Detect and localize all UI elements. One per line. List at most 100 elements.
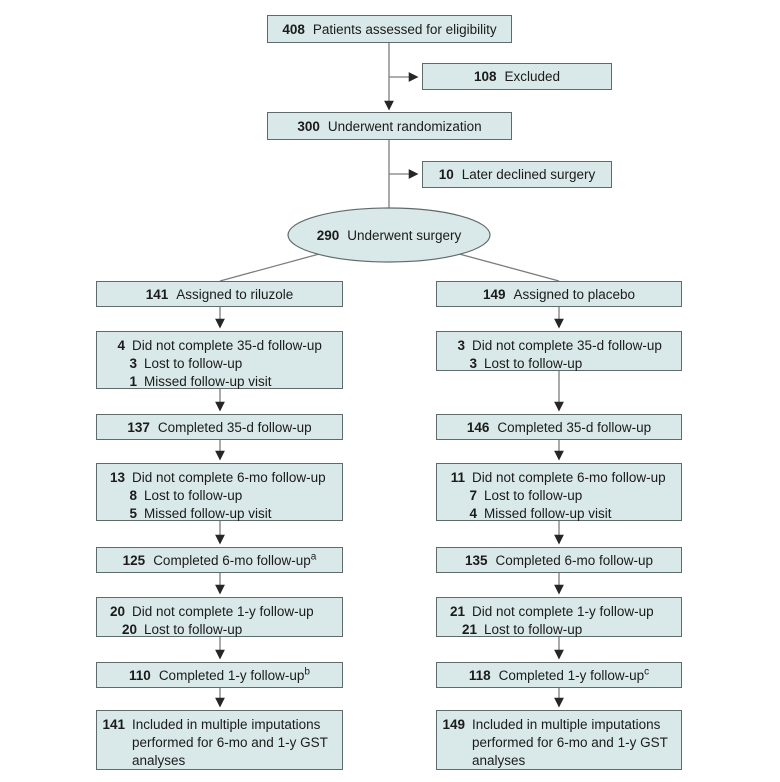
- label: Completed 1-y follow-upc: [498, 666, 650, 683]
- footnote-marker: a: [310, 551, 317, 562]
- label: Underwent randomization: [327, 118, 482, 134]
- label: Later declined surgery: [461, 167, 596, 182]
- count: 408: [282, 21, 305, 37]
- box-placebo-notcomplete-35d: 3 Did not complete 35-d follow-up 3 Lost…: [436, 331, 682, 371]
- count: 3: [469, 356, 477, 371]
- detail-subrow: 21 Lost to follow-up: [437, 621, 681, 639]
- label: Patients assessed for eligibility: [312, 21, 497, 37]
- label: Did not complete 35-d follow-up: [472, 338, 662, 353]
- label: Lost to follow-up: [144, 488, 243, 503]
- count: 21: [449, 604, 465, 619]
- count: 13: [109, 470, 125, 485]
- count: 20: [109, 604, 125, 619]
- detail-row: 21 Did not complete 1-y follow-up: [437, 603, 681, 621]
- footnote-marker: b: [304, 666, 310, 677]
- label: Assigned to riluzole: [176, 286, 294, 302]
- surgery-oval: [287, 207, 491, 263]
- detail-subrow: 20 Lost to follow-up: [97, 621, 342, 639]
- label: Completed 6-mo follow-upa: [153, 551, 317, 568]
- detail-subrow: 7 Lost to follow-up: [437, 487, 681, 505]
- box-underwent-surgery: 290 Underwent surgery: [289, 209, 489, 261]
- count: 8: [129, 488, 137, 503]
- count: 141: [145, 286, 169, 302]
- count: 146: [466, 419, 490, 435]
- count: 7: [469, 488, 477, 503]
- box-placebo-imputations: 149 Included in multiple imputations per…: [436, 710, 682, 770]
- label: Lost to follow-up: [484, 488, 583, 503]
- count: 5: [129, 506, 137, 521]
- box-riluzole-notcomplete-1y: 20 Did not complete 1-y follow-up 20 Los…: [96, 597, 343, 637]
- count: 20: [121, 622, 137, 637]
- label: Did not complete 35-d follow-up: [132, 338, 322, 353]
- count: 141: [102, 717, 125, 732]
- count: 108: [473, 69, 497, 84]
- box-assessed-eligibility: 408 Patients assessed for eligibility: [267, 15, 512, 43]
- count: 118: [468, 667, 491, 683]
- label: Completed 1-y follow-upb: [158, 666, 310, 683]
- detail-row: 11 Did not complete 6-mo follow-up: [437, 469, 681, 487]
- label: Did not complete 1-y follow-up: [472, 604, 654, 619]
- box-declined-surgery: 10 Later declined surgery: [422, 161, 612, 188]
- count: 21: [461, 622, 477, 637]
- detail-row: 4 Did not complete 35-d follow-up: [97, 337, 342, 355]
- count: 10: [438, 167, 454, 182]
- box-riluzole-completed-6mo: 125 Completed 6-mo follow-upa: [96, 547, 343, 573]
- count: 4: [469, 506, 477, 521]
- box-riluzole-completed-35d: 137 Completed 35-d follow-up: [96, 414, 343, 440]
- count: 110: [129, 667, 151, 683]
- count: 3: [457, 338, 465, 353]
- label: Lost to follow-up: [484, 356, 583, 371]
- label: Did not complete 6-mo follow-up: [472, 470, 666, 485]
- count: 4: [117, 338, 125, 353]
- count: 1: [129, 374, 137, 389]
- detail-row: 20 Did not complete 1-y follow-up: [97, 603, 342, 621]
- count: 11: [450, 470, 465, 485]
- label: Missed follow-up visit: [144, 374, 272, 389]
- label: Missed follow-up visit: [144, 506, 272, 521]
- label: Did not complete 6-mo follow-up: [132, 470, 326, 485]
- box-randomized: 300 Underwent randomization: [267, 112, 512, 140]
- count: 149: [442, 717, 465, 732]
- detail-row: 3 Did not complete 35-d follow-up: [437, 337, 681, 355]
- count: 149: [482, 286, 506, 302]
- label: Underwent surgery: [347, 227, 462, 243]
- label: Included in multiple imputations perform…: [132, 717, 328, 768]
- box-assigned-riluzole: 141 Assigned to riluzole: [96, 281, 343, 307]
- detail-row: 13 Did not complete 6-mo follow-up: [97, 469, 342, 487]
- detail-subrow: 8 Lost to follow-up: [97, 487, 342, 505]
- detail-subrow: 1 Missed follow-up visit: [97, 373, 342, 391]
- label: Completed 6-mo follow-up: [495, 552, 654, 568]
- detail-subrow: 5 Missed follow-up visit: [97, 505, 342, 523]
- box-riluzole-completed-1y: 110 Completed 1-y follow-upb: [96, 662, 343, 688]
- detail-row: 149 Included in multiple imputations per…: [437, 716, 681, 770]
- box-placebo-notcomplete-1y: 21 Did not complete 1-y follow-up 21 Los…: [436, 597, 682, 637]
- label: Missed follow-up visit: [484, 506, 612, 521]
- label: Excluded: [504, 69, 561, 84]
- box-placebo-completed-35d: 146 Completed 35-d follow-up: [436, 414, 682, 440]
- box-excluded: 108 Excluded: [422, 63, 612, 90]
- label: Completed 35-d follow-up: [497, 419, 652, 435]
- detail-subrow: 4 Missed follow-up visit: [437, 505, 681, 523]
- detail-row: 141 Included in multiple imputations per…: [97, 716, 342, 770]
- box-placebo-notcomplete-6mo: 11 Did not complete 6-mo follow-up 7 Los…: [436, 463, 682, 521]
- count: 137: [127, 419, 150, 435]
- label: Completed 35-d follow-up: [157, 419, 312, 435]
- box-assigned-placebo: 149 Assigned to placebo: [436, 281, 682, 307]
- label: Lost to follow-up: [144, 622, 243, 637]
- label: Assigned to placebo: [513, 286, 636, 302]
- box-riluzole-imputations: 141 Included in multiple imputations per…: [96, 710, 343, 770]
- count: 135: [464, 552, 488, 568]
- label: Lost to follow-up: [144, 356, 243, 371]
- box-placebo-completed-6mo: 135 Completed 6-mo follow-up: [436, 547, 682, 573]
- label: Did not complete 1-y follow-up: [132, 604, 314, 619]
- detail-subrow: 3 Lost to follow-up: [437, 355, 681, 373]
- box-riluzole-notcomplete-6mo: 13 Did not complete 6-mo follow-up 8 Los…: [96, 463, 343, 521]
- count: 3: [129, 356, 137, 371]
- count: 125: [122, 552, 146, 568]
- detail-subrow: 3 Lost to follow-up: [97, 355, 342, 373]
- label: Included in multiple imputations perform…: [472, 717, 668, 768]
- count: 300: [297, 118, 320, 134]
- footnote-marker: c: [644, 666, 650, 677]
